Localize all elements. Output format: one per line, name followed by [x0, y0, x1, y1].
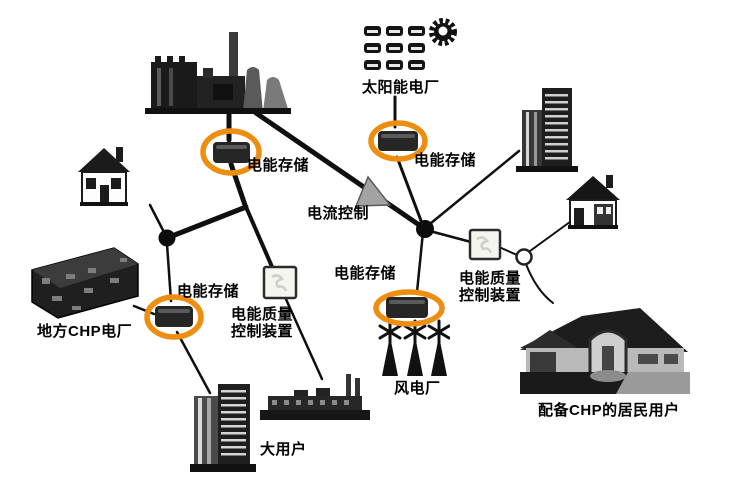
- power-quality-left-label: 电能质量 控制装置: [226, 306, 298, 340]
- line-storage3-to-main-node: [395, 155, 425, 228]
- solar-plant-label: 太阳能电厂: [362, 79, 440, 96]
- line-main-node-to-tower: [423, 149, 521, 230]
- power-quality-right-label: 电能质量 控制装置: [454, 270, 526, 304]
- power-quality-box-left-icon: [262, 265, 298, 300]
- line-main-node-to-storage4: [415, 230, 425, 294]
- line-factory-to-main-node: [253, 110, 428, 232]
- highrise-icon: [516, 88, 578, 172]
- line-storage2-to-towers: [175, 330, 212, 395]
- current-control-triangle-icon: [354, 175, 392, 207]
- residential-house-icon: [520, 308, 690, 394]
- power-quality-left-line1: 电能质量: [230, 306, 293, 323]
- junction-node-left: [158, 229, 176, 247]
- wind-turbines-icon: [378, 319, 450, 376]
- large-user-label: 大用户: [260, 441, 307, 458]
- sun-icon: [429, 18, 457, 46]
- local-chp-plant-label: 地方CHP电厂: [37, 323, 133, 340]
- solar-panels-icon: [364, 18, 457, 70]
- line-quality-box-right-to-circle: [498, 246, 518, 256]
- storage-wind-label: 电能存储: [334, 265, 397, 282]
- storage-chp-label: 电能存储: [177, 283, 240, 300]
- house-left-icon: [78, 147, 130, 206]
- line-leftnode-to-junction: [164, 204, 249, 241]
- line-chp-to-storage2: [132, 304, 156, 316]
- storage-battery-wind-icon: [373, 289, 445, 327]
- junction-circle-right: [515, 248, 533, 266]
- factory-building-icon: [260, 374, 370, 420]
- chp-plant-icon: [31, 247, 139, 319]
- power-quality-box-right-icon: [468, 228, 502, 261]
- current-control-label: 电流控制: [307, 205, 370, 222]
- line-circle-to-house-right: [529, 218, 575, 252]
- power-quality-right-line2: 控制装置: [458, 287, 521, 304]
- storage-battery-chp-icon: [144, 294, 204, 340]
- power-quality-left-line2: 控制装置: [230, 323, 293, 340]
- wind-plant-label: 风电厂: [394, 380, 441, 397]
- storage-battery-solar-icon: [368, 120, 428, 162]
- office-towers-icon: [190, 384, 256, 472]
- line-junction-to-quality-box-left: [244, 205, 275, 271]
- line-leftnode-to-storage2: [165, 242, 173, 303]
- storage-battery-factory-icon: [200, 128, 262, 176]
- house-right-icon: [566, 175, 620, 229]
- line-quality-box-left-to-factory2: [283, 295, 324, 381]
- residential-chp-label: 配备CHP的居民用户: [538, 402, 680, 419]
- storage-solar-label: 电能存储: [414, 152, 477, 169]
- line-main-node-to-quality-box-right: [424, 228, 473, 244]
- power-plant-icon: [145, 32, 291, 114]
- line-circle-to-residential: [525, 263, 554, 304]
- solar-cell-grid: [364, 26, 425, 70]
- power-quality-right-line1: 电能质量: [458, 270, 521, 287]
- storage-factory-label: 电能存储: [247, 157, 310, 174]
- junction-node-main: [416, 220, 434, 238]
